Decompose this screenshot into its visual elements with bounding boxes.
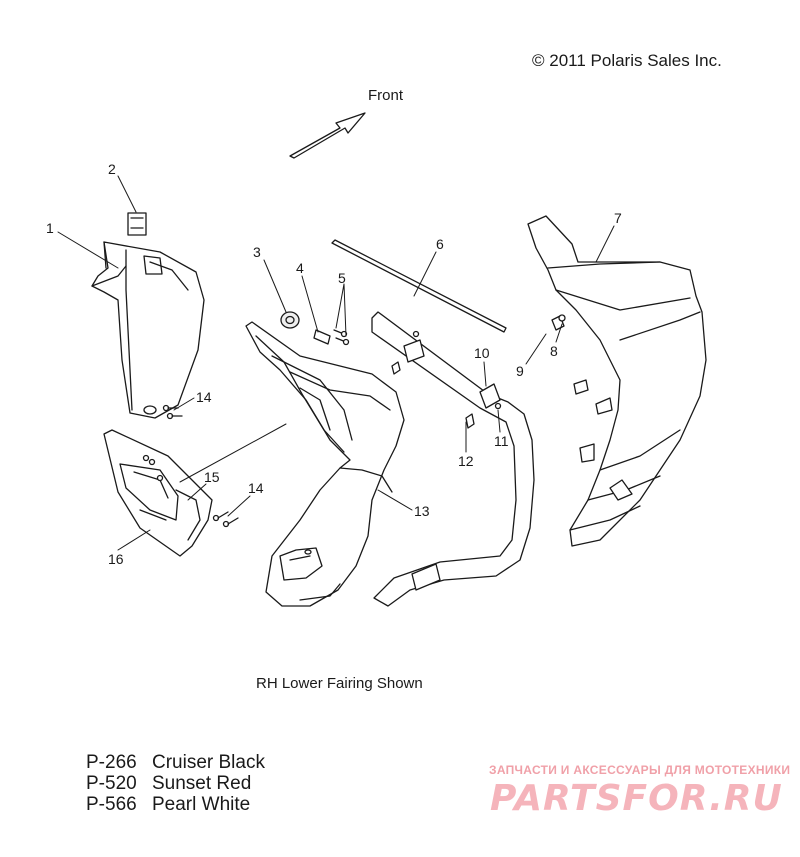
front-arrow-icon (289, 112, 366, 159)
callout-3: 3 (253, 244, 261, 260)
part-10-guard-tube (371, 311, 535, 607)
shown-note: RH Lower Fairing Shown (256, 675, 423, 692)
leader-lines (57, 175, 615, 551)
color-code: P-266 (86, 752, 137, 773)
color-option: P-566 Pearl White (86, 794, 265, 815)
part-1-bracket (91, 241, 205, 419)
part-7-upper-fairing (527, 215, 707, 547)
color-name: Sunset Red (152, 773, 252, 794)
callout-9: 9 (516, 363, 524, 379)
callout-5: 5 (338, 270, 346, 286)
part-2-clip (127, 212, 147, 236)
callout-11: 11 (494, 433, 509, 449)
color-option: P-520 Sunset Red (86, 773, 265, 794)
color-code: P-520 (86, 773, 137, 794)
callout-10: 10 (474, 345, 490, 361)
watermark-logo: PARTSFOR.RU (490, 778, 783, 819)
color-options-list: P-266 Cruiser Black P-520 Sunset Red P-566… (86, 752, 265, 815)
callout-7: 7 (614, 210, 622, 226)
callout-2: 2 (108, 161, 116, 177)
callout-6: 6 (436, 236, 444, 252)
callout-13: 13 (414, 503, 430, 519)
callout-16: 16 (108, 551, 124, 567)
color-option: P-266 Cruiser Black (86, 752, 265, 773)
copyright-notice: © 2011 Polaris Sales Inc. (532, 51, 722, 70)
callout-1: 1 (46, 220, 54, 236)
callout-numbers: 1 2 3 4 5 6 7 8 9 10 11 12 13 14 14 15 1… (46, 161, 622, 567)
color-name: Cruiser Black (152, 752, 265, 773)
watermark-tagline: ЗАПЧАСТИ И АКСЕССУАРЫ ДЛЯ МОТОТЕХНИКИ (489, 763, 791, 777)
color-name: Pearl White (152, 794, 251, 815)
callout-8: 8 (550, 343, 558, 359)
front-direction-label: Front (368, 87, 404, 104)
part-3-grommet (280, 311, 300, 329)
part-14-screws (162, 404, 239, 528)
callout-14a: 14 (196, 389, 212, 405)
callout-12: 12 (458, 453, 474, 469)
callout-14b: 14 (248, 480, 264, 496)
part-4-5-fasteners (313, 329, 350, 346)
callout-4: 4 (296, 260, 304, 276)
part-16-lower-panel (103, 429, 213, 557)
callout-15: 15 (204, 469, 220, 485)
part-13-lower-fairing (245, 321, 405, 607)
color-code: P-566 (86, 794, 137, 815)
